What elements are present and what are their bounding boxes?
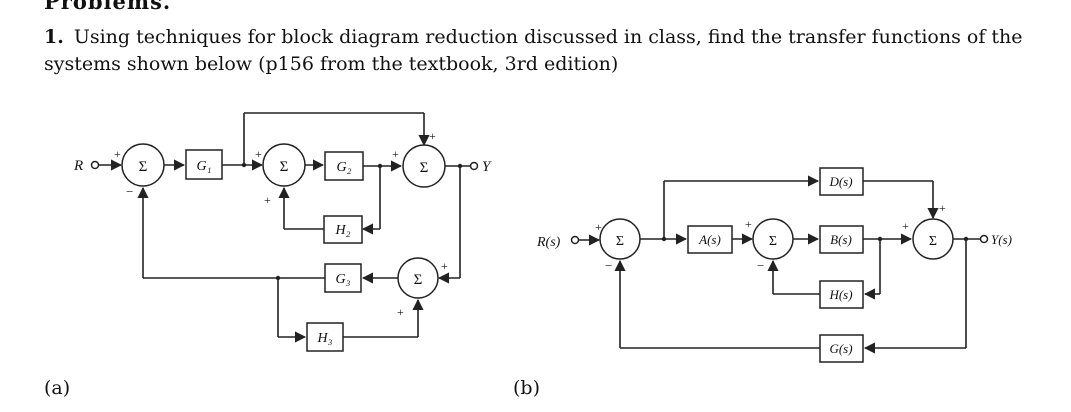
- block-a: [687, 225, 733, 254]
- sign-plus: +: [595, 220, 602, 234]
- block-b-label: B(s): [830, 232, 852, 247]
- sum-symbol: Σ: [929, 234, 937, 249]
- output-label-y: Y: [482, 159, 492, 175]
- block-a-label: A(s): [698, 232, 721, 247]
- block-h-label: H(s): [828, 287, 852, 302]
- sign-plus: +: [441, 259, 448, 273]
- problem-statement: 1.Using techniques for block diagram red…: [44, 24, 1059, 78]
- block-h3: [306, 322, 344, 352]
- output-terminal: [469, 161, 479, 171]
- input-label-r-s: R(s): [536, 235, 561, 250]
- problem-text: Using techniques for block diagram reduc…: [44, 26, 1023, 75]
- sign-plus: +: [114, 147, 121, 161]
- block-diagram-b: R(s) Σ + − D(s) A(s) Σ + − B(s): [536, 167, 1012, 363]
- block-h2: [323, 215, 363, 244]
- block-diagram-a: R Σ + − G₁ Σ + + G₂ H₂: [73, 112, 492, 352]
- sum-symbol: Σ: [769, 234, 777, 249]
- block-g: [819, 334, 864, 363]
- sum-symbol: Σ: [420, 160, 429, 176]
- block-g2-label: G₂: [337, 160, 352, 175]
- block-g-label: G(s): [829, 341, 852, 356]
- sign-plus: +: [745, 217, 752, 231]
- sign-minus: −: [605, 258, 612, 273]
- sign-minus: −: [757, 258, 764, 273]
- sum-symbol: Σ: [414, 272, 423, 288]
- block-d: [819, 167, 864, 196]
- block-h: [819, 280, 864, 309]
- sum-symbol: Σ: [616, 234, 624, 249]
- sum-symbol: Σ: [280, 159, 289, 175]
- sign-plus: +: [255, 147, 262, 161]
- input-terminal: [570, 235, 580, 245]
- sign-plus: +: [397, 305, 404, 319]
- block-h2-label: H₂: [335, 223, 351, 238]
- block-d-label: D(s): [828, 174, 852, 189]
- block-g3-label: G₃: [336, 272, 351, 287]
- block-h3-label: H₃: [317, 331, 333, 346]
- caption-a: (a): [44, 377, 71, 399]
- input-terminal: [90, 160, 100, 170]
- sum-symbol: Σ: [139, 159, 148, 175]
- clipped-section-heading: Problems.: [44, 0, 172, 14]
- sign-plus: +: [902, 219, 909, 233]
- sign-minus: −: [126, 184, 133, 199]
- block-b: [819, 225, 864, 254]
- block-g3: [324, 263, 362, 293]
- input-label-r: R: [73, 158, 83, 174]
- block-g1-label: G₁: [197, 159, 212, 174]
- sign-plus: +: [392, 147, 399, 161]
- output-label-y-s: Y(s): [991, 232, 1012, 247]
- sign-plus: +: [264, 193, 271, 207]
- output-terminal: [979, 234, 989, 244]
- sign-plus: +: [429, 129, 436, 143]
- sign-plus: +: [939, 201, 946, 215]
- block-g1: [185, 149, 223, 180]
- problem-number: 1.: [44, 26, 64, 48]
- caption-b: (b): [513, 377, 540, 399]
